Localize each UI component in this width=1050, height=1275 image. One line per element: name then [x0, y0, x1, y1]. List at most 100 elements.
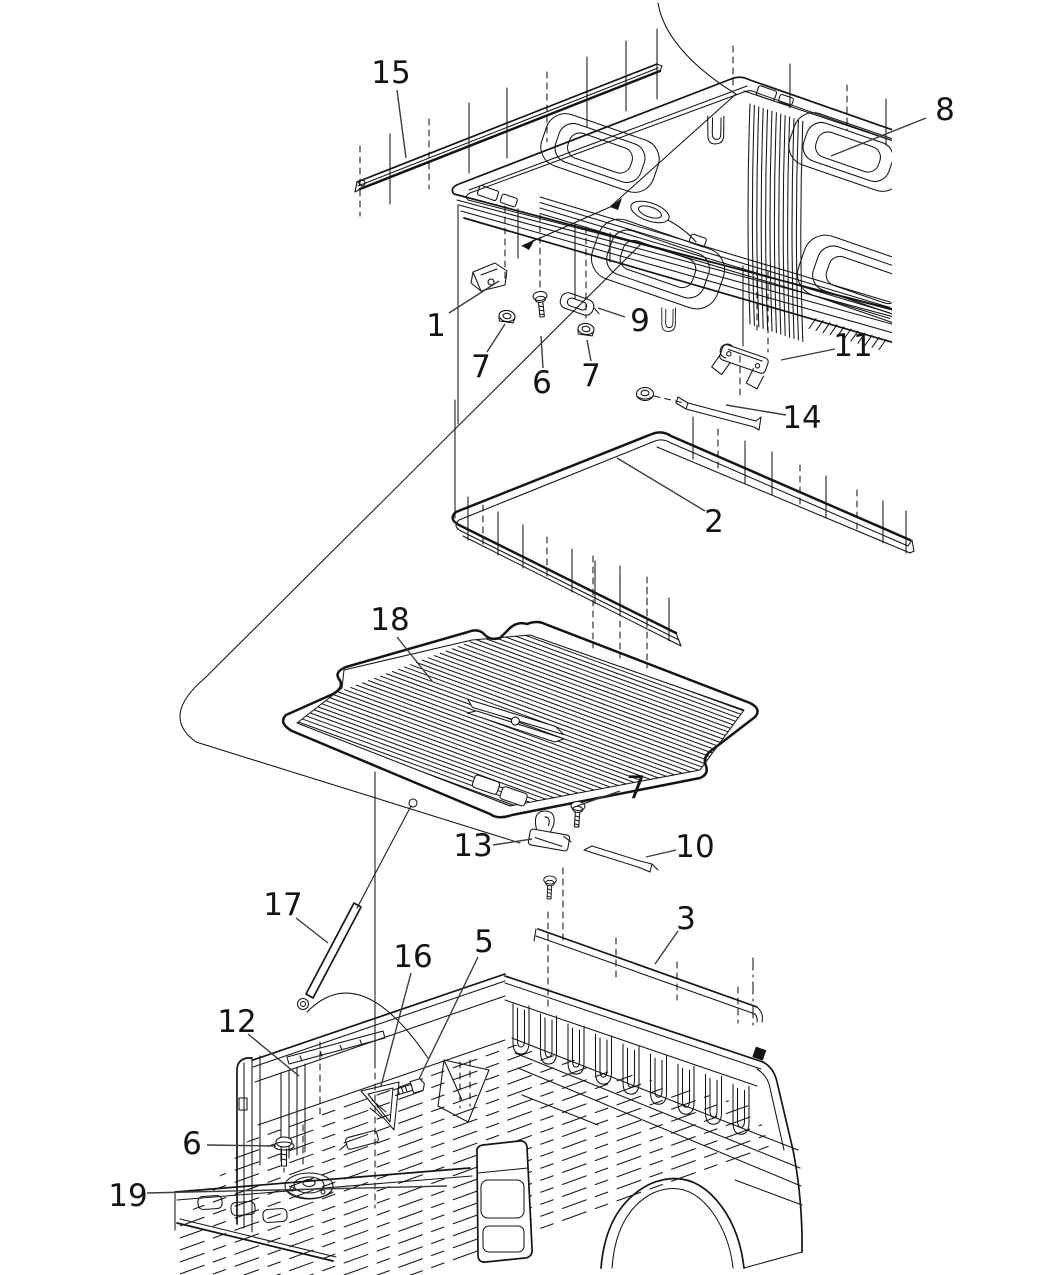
callout-label-19: 19	[108, 1178, 147, 1214]
bolt-5	[393, 1078, 425, 1097]
mat-rib	[337, 691, 744, 806]
mat-rib	[397, 668, 744, 806]
gusset-bracket-16	[339, 1081, 400, 1151]
mat-rib	[309, 734, 744, 806]
taillight	[476, 1140, 533, 1263]
cover-center-channel-hatch	[747, 103, 804, 342]
hatch-line	[773, 112, 777, 334]
edge-hatch-line	[829, 324, 838, 336]
mat-rib	[297, 709, 744, 806]
edge-hatch-line	[808, 317, 817, 330]
striker-bar-10	[583, 845, 659, 873]
mat-rib	[367, 761, 744, 806]
mat-rib	[415, 661, 744, 806]
stake-slot-inner	[599, 1037, 608, 1078]
hatch-line	[747, 103, 751, 325]
mat-rib	[439, 652, 744, 806]
callout-leader-7	[576, 790, 621, 807]
hatch-line	[800, 120, 804, 342]
channel-line	[539, 207, 891, 314]
latch-bracket-13	[527, 810, 572, 852]
callout-leader-1	[448, 280, 500, 314]
stake-slot	[649, 1053, 668, 1105]
mat-rib	[403, 666, 744, 806]
callout-leader-5	[418, 956, 479, 1080]
channel-line	[539, 201, 891, 309]
seal-frame-2	[451, 431, 915, 647]
mat-rib	[475, 639, 744, 806]
callout-label-14: 14	[782, 400, 821, 436]
mat-rib	[487, 635, 744, 806]
mat-rib	[426, 787, 744, 806]
strut-floor-mount	[284, 1172, 334, 1200]
callout-label-17: 17	[263, 887, 302, 923]
stake-slot	[622, 1043, 640, 1095]
edge-hatch-line	[864, 334, 873, 346]
hinge-bracket-11	[711, 343, 769, 390]
tonneau-cover-panel	[451, 76, 892, 351]
callout-label-6: 6	[532, 365, 552, 401]
floor-rib	[179, 1042, 800, 1191]
cover-latch-hardware	[476, 85, 794, 248]
hatch-line	[760, 107, 764, 329]
mat-rib	[437, 792, 744, 806]
callout-label-2: 2	[704, 504, 724, 540]
bed-quarter-panel	[511, 1037, 803, 1269]
floor-rib	[179, 1042, 800, 1179]
hatch-line	[795, 119, 799, 341]
callout-label-16: 16	[393, 939, 432, 975]
hatch-line	[769, 110, 773, 332]
gas-strut-17	[296, 798, 429, 1059]
mat-rib	[479, 812, 977, 994]
floor-rib	[179, 1042, 800, 1239]
cover-u-mark	[703, 113, 727, 146]
callout-label-7: 7	[471, 349, 491, 385]
mat-rib	[367, 679, 744, 806]
callout-label-15: 15	[371, 55, 410, 91]
hatch-line	[787, 116, 791, 338]
callout-label-13: 13	[453, 828, 492, 864]
mat-rib	[332, 745, 744, 806]
callout-label-12: 12	[217, 1004, 256, 1040]
corner-plate	[437, 1059, 490, 1123]
callout-leader-9	[597, 307, 626, 318]
mat-rib	[433, 654, 744, 806]
hatch-line	[782, 115, 786, 337]
mat-rib	[297, 716, 744, 806]
mat-rib	[379, 675, 744, 806]
edge-hatch-line	[850, 330, 859, 342]
callout-label-9: 9	[630, 303, 650, 339]
mat-rib	[445, 650, 744, 806]
cover-pocket	[796, 234, 892, 326]
mat-rib	[397, 774, 744, 806]
stake-slot-inner	[709, 1077, 718, 1118]
mat-rib	[349, 686, 744, 806]
callout-label-1: 1	[426, 308, 446, 344]
latch-bracket-1	[470, 262, 508, 292]
mat-corner-detail	[471, 774, 528, 807]
cover-pocket	[788, 112, 892, 192]
callout-leader-15	[396, 89, 407, 159]
callout-label-6: 6	[182, 1126, 202, 1162]
mat-rib	[350, 753, 744, 806]
mount-rail-12	[286, 1030, 386, 1065]
cable-routing-line	[179, 2, 737, 844]
edge-hatch-line	[815, 320, 824, 332]
mat-rib	[449, 798, 744, 806]
edge-hatch-line	[878, 338, 887, 351]
callout-leader-19	[146, 1185, 448, 1194]
cover-pocket	[540, 113, 660, 193]
callout-label-3: 3	[676, 901, 696, 937]
bed-front-post	[236, 1055, 261, 1233]
callout-leader-18	[396, 636, 433, 682]
callout-leader-6	[206, 1144, 277, 1147]
mat-logo	[466, 698, 565, 743]
mat-rib	[473, 809, 971, 991]
mat-rib	[314, 700, 744, 806]
mat-rib	[361, 682, 744, 806]
seal-strip-3	[533, 928, 763, 1023]
stake-slot-inner	[571, 1027, 581, 1068]
callout-label-8: 8	[935, 92, 955, 128]
floor-rib	[179, 1042, 800, 1167]
